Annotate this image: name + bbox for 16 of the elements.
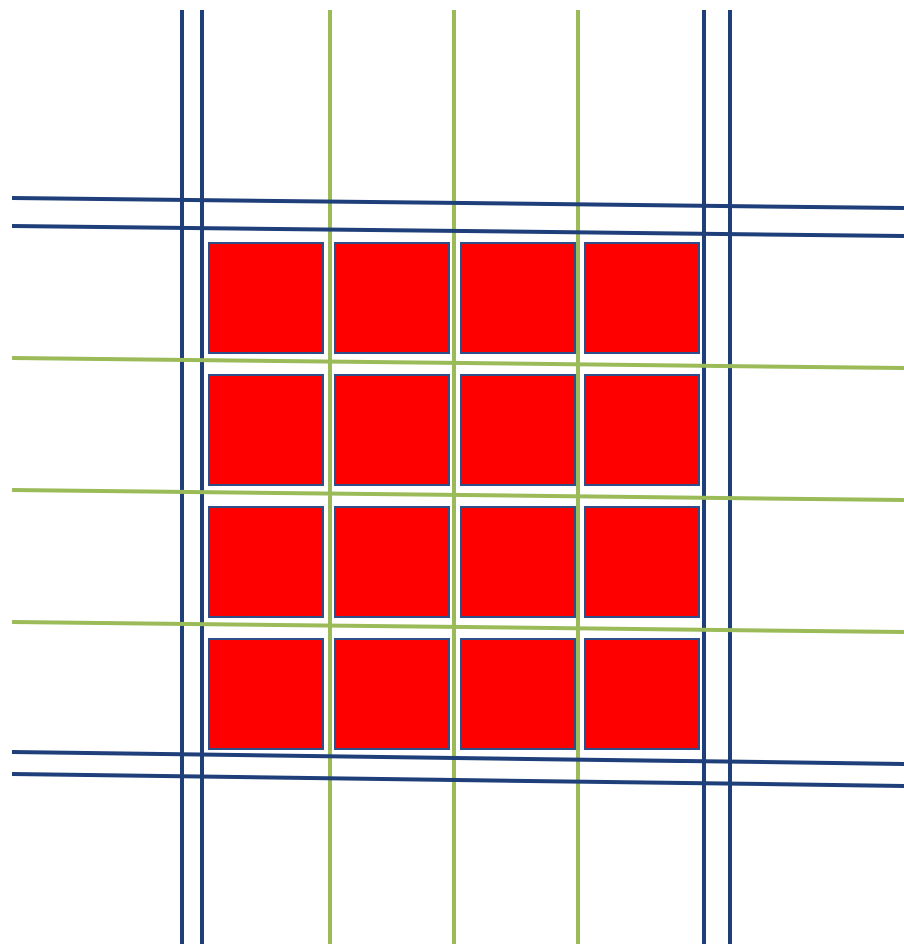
square (460, 506, 576, 618)
square (584, 506, 700, 618)
square (208, 374, 324, 486)
square (584, 638, 700, 750)
square (460, 638, 576, 750)
square (334, 506, 450, 618)
square (208, 506, 324, 618)
square (208, 242, 324, 354)
square (334, 638, 450, 750)
square (334, 374, 450, 486)
square (584, 242, 700, 354)
square (584, 374, 700, 486)
square (460, 242, 576, 354)
square (208, 638, 324, 750)
square (334, 242, 450, 354)
square (460, 374, 576, 486)
